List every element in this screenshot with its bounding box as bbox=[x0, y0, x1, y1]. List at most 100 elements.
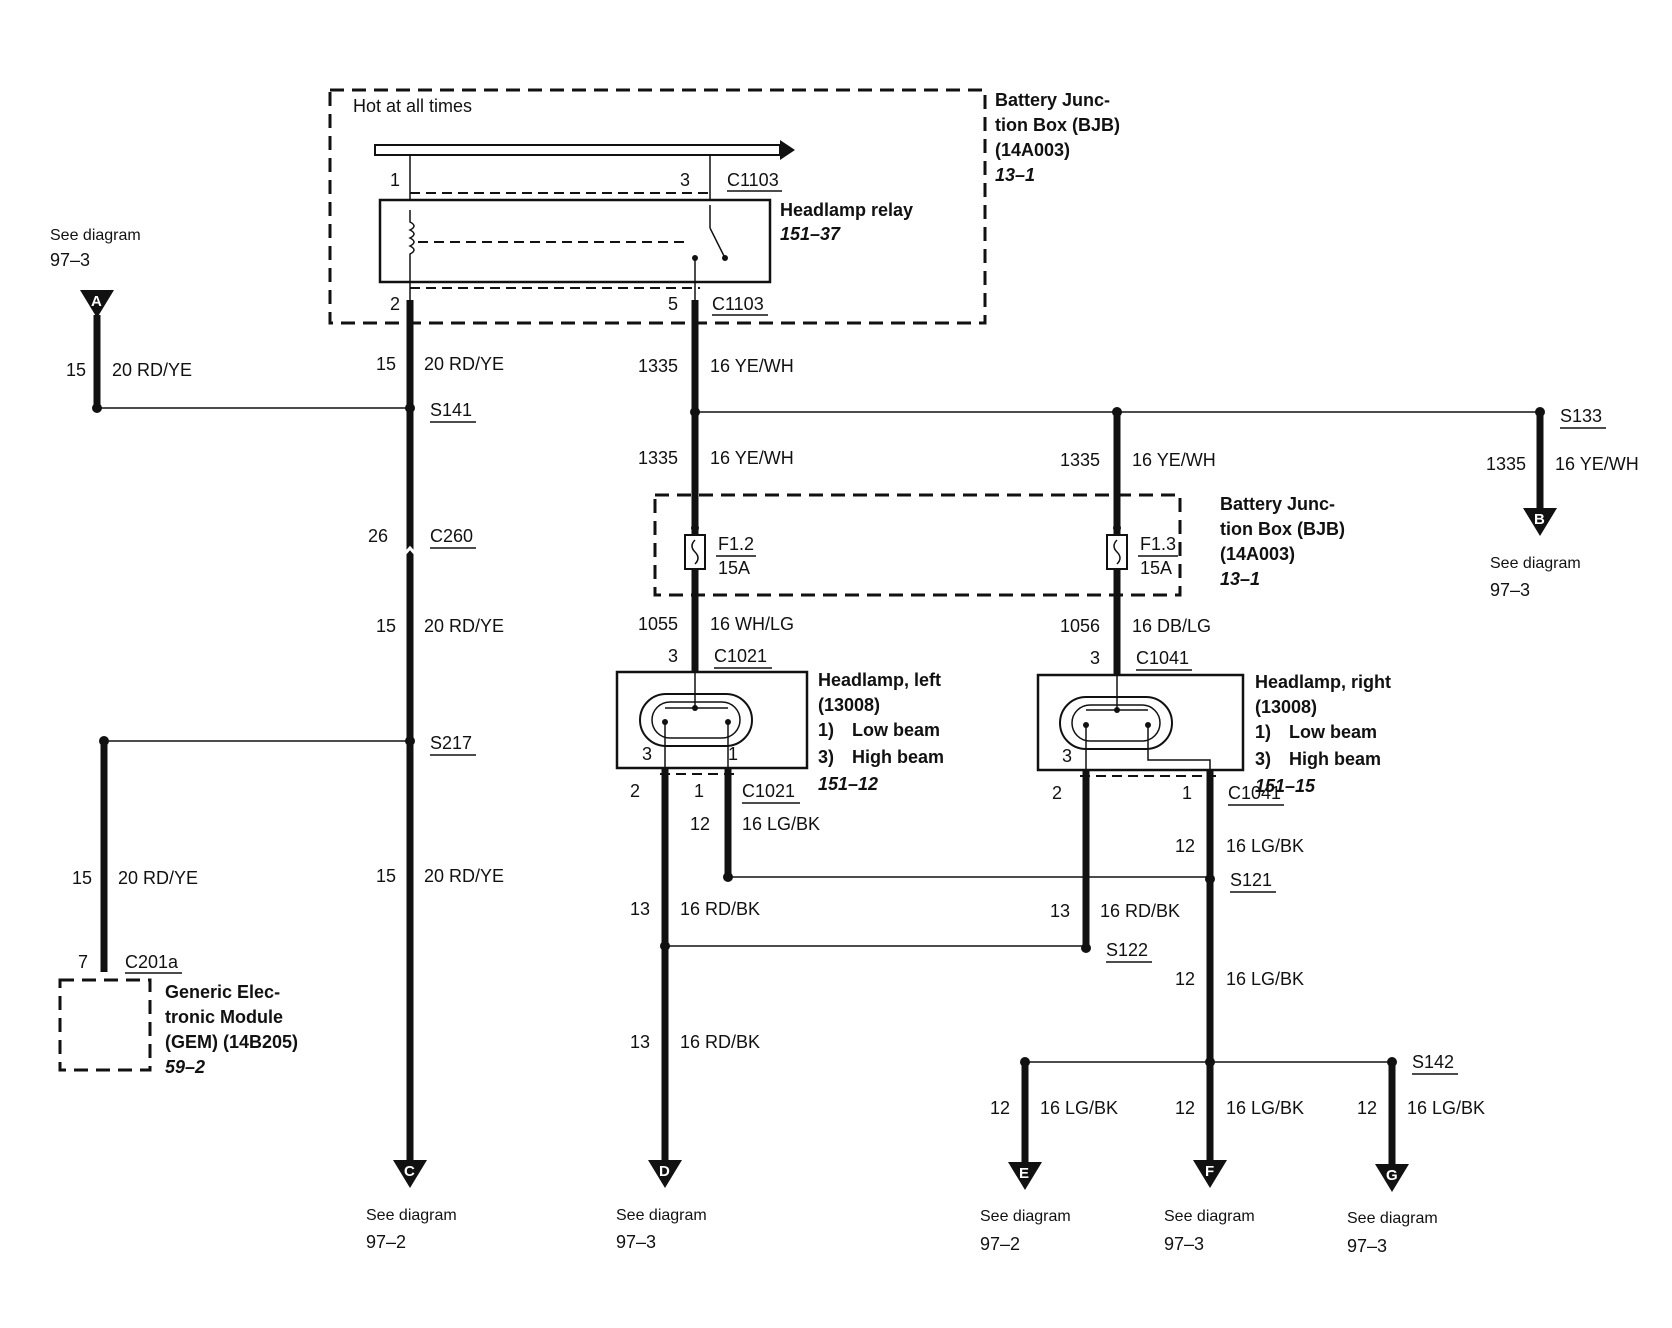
bus-bar-arrow bbox=[780, 140, 795, 160]
relay-switch-blade bbox=[709, 227, 726, 259]
headlamp-right-box bbox=[1036, 673, 1245, 772]
wire-a-spec: 20 RD/YE bbox=[112, 360, 192, 380]
headlamp-left-pin-out1: 1 bbox=[694, 781, 704, 801]
headlamp-left-bulb-outer bbox=[639, 693, 753, 747]
wire-f-spec: 16 LG/BK bbox=[1226, 1098, 1304, 1118]
see-e-ref: 97–2 bbox=[980, 1234, 1020, 1254]
relay-pin3: 3 bbox=[680, 170, 690, 190]
see-f-ref: 97–3 bbox=[1164, 1234, 1204, 1254]
c260-label: C260 bbox=[430, 526, 473, 546]
fuse-f13-top-dot bbox=[1113, 524, 1121, 532]
bjb-mid-title-1: Battery Junc- bbox=[1220, 494, 1335, 514]
wire-r-hb-spec: 16 RD/BK bbox=[1100, 901, 1180, 921]
headlamp-right-item3-num: 3) bbox=[1255, 749, 1271, 769]
wire-r-hb-circuit: 13 bbox=[1050, 901, 1070, 921]
wire-r2-spec: 20 RD/YE bbox=[424, 354, 504, 374]
headlamp-right-conn-top: C1041 bbox=[1136, 648, 1189, 668]
gem-box bbox=[58, 978, 152, 1072]
see-c-ref: 97–2 bbox=[366, 1232, 406, 1252]
wire-f13-in-spec: 16 YE/WH bbox=[1132, 450, 1216, 470]
gem-ref: 59–2 bbox=[165, 1057, 205, 1077]
relay-pin1: 1 bbox=[390, 170, 400, 190]
fuse-f13-rating: 15A bbox=[1140, 558, 1172, 578]
headlamp-left-pin-out2: 2 bbox=[630, 781, 640, 801]
bjb-top-box bbox=[328, 88, 987, 325]
connector-e-arrow bbox=[1008, 1162, 1042, 1190]
see-d-label: See diagram bbox=[616, 1207, 707, 1224]
bjb-mid-title-3: (14A003) bbox=[1220, 544, 1295, 564]
splice-s121-dot bbox=[1205, 874, 1215, 884]
headlamp-left-conn-top: C1021 bbox=[714, 646, 767, 666]
relay-ref: 151–37 bbox=[780, 224, 841, 244]
relay-switch-contact bbox=[722, 255, 728, 261]
connector-a-letter: A bbox=[91, 293, 102, 310]
splice-s142: S142 bbox=[1412, 1052, 1454, 1072]
c260-connector-mark bbox=[401, 545, 419, 557]
wire-s121-down-circuit: 12 bbox=[1175, 969, 1195, 989]
wire-gem-spec: 20 RD/YE bbox=[118, 868, 198, 888]
headlamp-right-bulb-outer bbox=[1059, 696, 1173, 750]
headlamp-left-item1: Low beam bbox=[852, 720, 940, 740]
headlamp-left-pin-in1: 1 bbox=[728, 744, 738, 764]
wire-g-circuit: 12 bbox=[1357, 1098, 1377, 1118]
splice-s217: S217 bbox=[430, 733, 472, 753]
headlamp-right-item3: High beam bbox=[1289, 749, 1381, 769]
splice-s141: S141 bbox=[430, 400, 472, 420]
see-g-label: See diagram bbox=[1347, 1210, 1438, 1227]
headlamp-right-pin-out2: 2 bbox=[1052, 783, 1062, 803]
connector-e-letter: E bbox=[1019, 1165, 1029, 1182]
bjb-top-ref: 13–1 bbox=[995, 165, 1035, 185]
relay-pin2: 2 bbox=[390, 294, 400, 314]
splice-s141-dot bbox=[405, 403, 415, 413]
headlamp-right-item1: Low beam bbox=[1289, 722, 1377, 742]
headlamp-left-ref: 151–12 bbox=[818, 774, 878, 794]
wire-f12-out-circuit: 1055 bbox=[638, 614, 678, 634]
bjb-mid-ref: 13–1 bbox=[1220, 569, 1260, 589]
fuse-f13-name: F1.3 bbox=[1140, 534, 1176, 554]
headlamp-left-box bbox=[615, 670, 809, 770]
headlamp-relay-box bbox=[378, 198, 772, 284]
headlamp-left-item1-num: 1) bbox=[818, 720, 834, 740]
headlamp-right-ref: 151–15 bbox=[1255, 776, 1316, 796]
relay-coil bbox=[408, 210, 415, 272]
headlamp-left-pin-top: 3 bbox=[668, 646, 678, 666]
see-b-ref: 97–3 bbox=[1490, 580, 1530, 600]
wire-l-hb-spec: 16 RD/BK bbox=[680, 899, 760, 919]
connector-f-letter: F bbox=[1205, 1163, 1214, 1180]
wire-l-lb-spec: 16 LG/BK bbox=[742, 814, 820, 834]
see-g-ref: 97–3 bbox=[1347, 1236, 1387, 1256]
wire-c-low-circuit: 15 bbox=[376, 866, 396, 886]
wire-g-spec: 16 LG/BK bbox=[1407, 1098, 1485, 1118]
gem-pin: 7 bbox=[78, 952, 88, 972]
connector-f-arrow bbox=[1193, 1160, 1227, 1188]
bus-bar bbox=[374, 144, 781, 156]
wire-gem-circuit: 15 bbox=[72, 868, 92, 888]
relay-conn-bot: C1103 bbox=[712, 294, 764, 314]
bjb-top-title-2: tion Box (BJB) bbox=[995, 115, 1120, 135]
fuse-f12-element bbox=[691, 539, 699, 565]
headlamp-left-title: Headlamp, left bbox=[818, 670, 941, 690]
fuse-f12-rating: 15A bbox=[718, 558, 750, 578]
wire-f12-out-spec: 16 WH/LG bbox=[710, 614, 794, 634]
wire-f13-out-spec: 16 DB/LG bbox=[1132, 616, 1211, 636]
connector-g-letter: G bbox=[1386, 1167, 1398, 1184]
gem-title-2: tronic Module bbox=[165, 1007, 283, 1027]
wire-l-lb-circuit: 12 bbox=[690, 814, 710, 834]
headlamp-left-item3: High beam bbox=[852, 747, 944, 767]
connector-d-arrow bbox=[648, 1160, 682, 1188]
headlamp-right-item1-num: 1) bbox=[1255, 722, 1271, 742]
see-f-label: See diagram bbox=[1164, 1208, 1255, 1225]
see-e-label: See diagram bbox=[980, 1208, 1071, 1225]
connector-g-arrow bbox=[1375, 1164, 1409, 1192]
see-a-label: See diagram bbox=[50, 227, 141, 244]
wire-e-spec: 16 LG/BK bbox=[1040, 1098, 1118, 1118]
wire-r5-spec: 16 YE/WH bbox=[710, 356, 794, 376]
gem-title-1: Generic Elec- bbox=[165, 982, 280, 1002]
headlamp-right-pin-top: 3 bbox=[1090, 648, 1100, 668]
wire-r-lb-circuit: 12 bbox=[1175, 836, 1195, 856]
wire-f13-in-circuit: 1335 bbox=[1060, 450, 1100, 470]
wire-l-hb-circuit: 13 bbox=[630, 899, 650, 919]
wire-d-spec: 16 RD/BK bbox=[680, 1032, 760, 1052]
bjb-mid-title-2: tion Box (BJB) bbox=[1220, 519, 1345, 539]
wire-r2-circuit: 15 bbox=[376, 354, 396, 374]
